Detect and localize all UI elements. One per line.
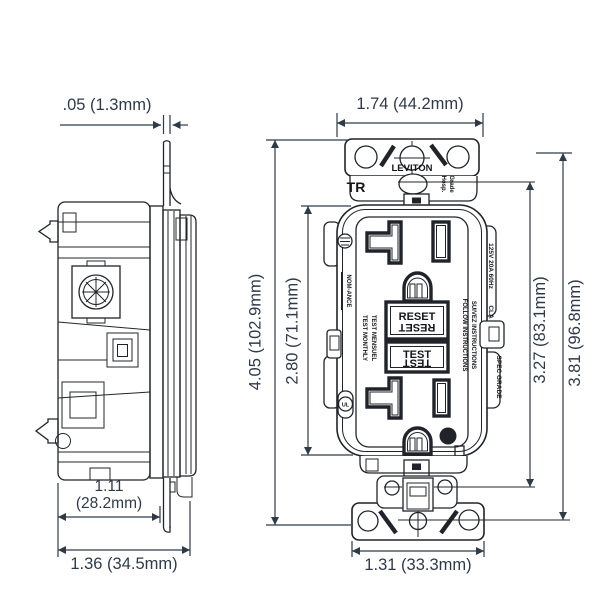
test-mensuel-label: TEST MENSUEL <box>370 315 376 362</box>
side-face <box>179 214 197 477</box>
tamper-resistant-label: TR <box>347 179 366 195</box>
cla-label: CLA <box>487 305 494 319</box>
test-monthly-label: TEST MONTHLY <box>361 315 367 361</box>
dim-mounting-hole-span: 3.27 (83.1mm) <box>531 276 549 383</box>
led-indicator-icon <box>439 427 457 445</box>
mounting-hole <box>357 510 379 532</box>
dimension-annotations: .05 (1.3mm) 1.74 (44.2mm) 4.05 (102.9mm)… <box>57 95 584 574</box>
ul-mark-icon: UL <box>337 390 354 419</box>
dim-strap-thickness: .05 (1.3mm) <box>63 96 152 114</box>
hospital-grade-label-1: Hosp. <box>440 176 446 193</box>
hospital-grade-label-2: Grade <box>448 175 454 193</box>
spec-grade-label: SPEC GRADE <box>495 356 502 400</box>
test-label-inverted: TEST <box>403 357 431 369</box>
ul-label: UL <box>342 403 350 409</box>
mounting-hole <box>354 145 378 169</box>
certification-seal-icon <box>337 233 353 249</box>
dim-front-width: 1.74 (44.2mm) <box>356 95 463 113</box>
side-view <box>34 140 197 533</box>
dim-strap-length: 3.81 (96.8mm) <box>566 279 584 386</box>
dim-body-depth-1: 1.11 <box>94 478 123 495</box>
dim-overall-depth: 1.36 (34.5mm) <box>70 555 177 573</box>
top-mounting-strap <box>344 138 480 196</box>
follow-instructions-label: FOLLOW INSTRUCTIONS <box>461 299 467 372</box>
dim-body-depth-2: (28.2mm) <box>76 495 142 512</box>
top-receptacle <box>365 220 451 303</box>
reset-label-inverted: RESET <box>398 321 435 333</box>
dim-bottom-strap-width: 1.31 (33.3mm) <box>364 556 471 574</box>
neck-oval-hole <box>398 173 428 195</box>
hot-slot <box>432 378 451 418</box>
bottom-bracket <box>376 475 458 512</box>
side-body <box>57 201 151 481</box>
front-view: LEVITON TR Hosp. Grade NOM-ANCE UL 125V … <box>323 138 570 541</box>
bottom-receptacle <box>365 376 465 457</box>
test-label: TEST <box>403 349 431 361</box>
terminal-screw-top <box>37 220 59 243</box>
right-clip <box>479 320 505 349</box>
rating-label: 125V 20A 60Hz <box>487 243 494 289</box>
screw-icon <box>71 260 121 324</box>
hot-slot <box>431 220 451 263</box>
reset-label: RESET <box>399 311 436 323</box>
dim-overall-height: 4.05 (102.9mm) <box>247 274 265 390</box>
brand-label: LEVITON <box>392 163 433 174</box>
mounting-hole <box>446 145 470 169</box>
suivez-instructions-label: SUIVEZ INSTRUCTIONS <box>470 301 476 369</box>
side-bottom-strap-tab <box>162 477 193 533</box>
test-button[interactable]: TEST TEST <box>384 340 450 374</box>
dim-face-height: 2.80 (71.1mm) <box>284 277 302 384</box>
side-top-strap-tab <box>162 140 182 206</box>
reset-button[interactable]: RESET RESET <box>384 300 450 341</box>
nom-label: NOM-ANCE <box>345 275 351 308</box>
terminal-screw-bottom <box>34 418 59 444</box>
